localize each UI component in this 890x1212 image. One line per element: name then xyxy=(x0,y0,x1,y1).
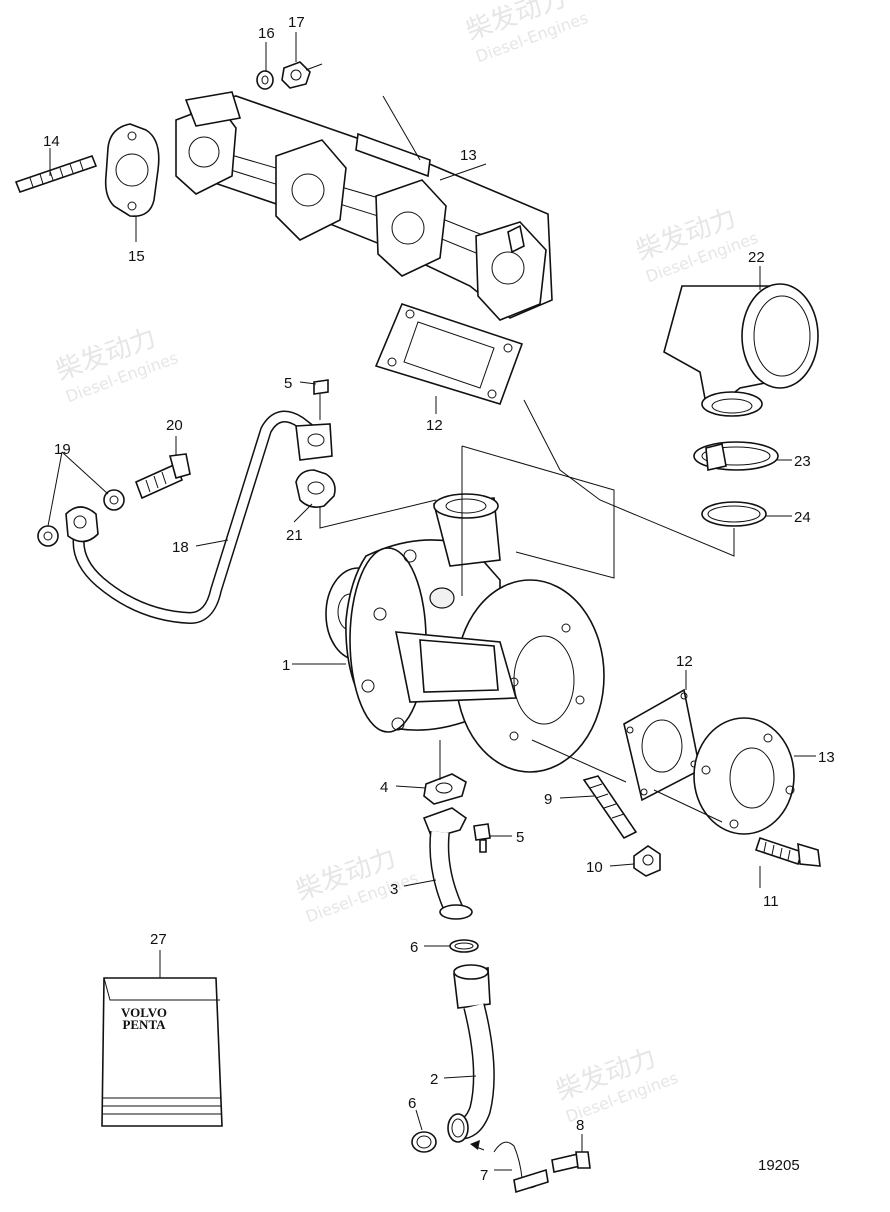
watermark-mark: 柴发动力 Diesel-Engines xyxy=(632,203,761,286)
oil-inlet-gasket xyxy=(295,469,336,508)
bolt xyxy=(551,1151,591,1173)
washer xyxy=(37,525,59,547)
callout-24: 22 xyxy=(748,249,765,266)
callout-21: 19 xyxy=(54,441,71,458)
nut xyxy=(281,61,323,89)
callout-4: 4 xyxy=(380,779,388,796)
turbocharger xyxy=(325,493,605,773)
stud xyxy=(582,775,638,840)
callout-18: 16 xyxy=(258,25,275,42)
callout-8: 8 xyxy=(576,1117,584,1134)
o-ring xyxy=(449,939,479,953)
callout-15: 13 xyxy=(460,147,477,164)
banjo-bolt xyxy=(134,453,191,500)
outlet-gasket xyxy=(623,688,701,802)
callout-3: 3 xyxy=(390,881,398,898)
manifold-flange xyxy=(175,91,242,195)
callout-6-upper: 6 xyxy=(410,939,418,956)
callout-20: 18 xyxy=(172,539,189,556)
bolt xyxy=(473,823,491,853)
callout-14: 12 xyxy=(426,417,443,434)
callout-13: 13 xyxy=(818,749,835,766)
nut xyxy=(633,845,661,877)
flange-bolt xyxy=(754,836,821,867)
oil-return-pipe xyxy=(447,964,495,1143)
callout-7: 7 xyxy=(480,1167,488,1184)
brand-line-2: PENTA xyxy=(122,1017,166,1032)
manifold-flange xyxy=(475,221,547,321)
callout-1: 1 xyxy=(282,657,290,674)
oil-return-gasket xyxy=(423,773,467,805)
callout-16: 14 xyxy=(43,133,60,150)
callout-17: 15 xyxy=(128,248,145,265)
air-inlet-elbow xyxy=(663,283,819,417)
callout-12: 12 xyxy=(676,653,693,670)
turbo-gasket xyxy=(374,303,524,405)
bolt xyxy=(313,379,329,420)
callout-6-lower: 6 xyxy=(408,1095,416,1112)
washer xyxy=(103,489,125,511)
callout-2: 2 xyxy=(430,1071,438,1088)
hose-clamp xyxy=(693,441,779,471)
leader-lines xyxy=(47,32,816,1171)
brand-line-1: VOLVO xyxy=(121,1005,167,1020)
outlet-flange xyxy=(693,717,795,835)
callout-5-bottom: 5 xyxy=(516,829,524,846)
exhaust-manifold xyxy=(175,91,553,321)
manifold-flange xyxy=(275,139,347,241)
washer xyxy=(256,70,274,90)
callout-11: 11 xyxy=(763,893,779,910)
watermark-mark: 柴发动力 Diesel-Engines xyxy=(292,843,421,926)
stud xyxy=(14,154,98,194)
pipe-clip xyxy=(470,1140,549,1194)
watermark-mark: 柴发动力 Diesel-Engines xyxy=(52,323,181,406)
o-ring xyxy=(411,1131,437,1153)
callout-22: 20 xyxy=(166,417,183,434)
watermark-mark: 柴发动力 Diesel-Engines xyxy=(462,0,591,66)
callout-25: 23 xyxy=(794,453,811,470)
drawing-number: 19205 xyxy=(758,1157,800,1174)
callout-10: 10 xyxy=(586,859,603,876)
callout-26: 24 xyxy=(794,509,811,526)
manifold-flange xyxy=(375,179,447,277)
callout-19: 17 xyxy=(288,14,305,31)
manifold-gasket xyxy=(104,123,160,217)
callout-23: 21 xyxy=(286,527,303,544)
service-kit-box: VOLVO PENTA xyxy=(101,977,223,1127)
watermark-mark: 柴发动力 Diesel-Engines xyxy=(552,1043,681,1126)
oil-return-pipe xyxy=(422,807,473,920)
oil-pressure-pipe xyxy=(65,410,333,625)
callout-labels: 14 15 16 17 13 12 22 23 24 5 20 19 18 21… xyxy=(43,14,835,1184)
callout-5-top: 5 xyxy=(284,375,292,392)
callout-9: 9 xyxy=(544,791,552,808)
callout-27: 27 xyxy=(150,931,167,948)
